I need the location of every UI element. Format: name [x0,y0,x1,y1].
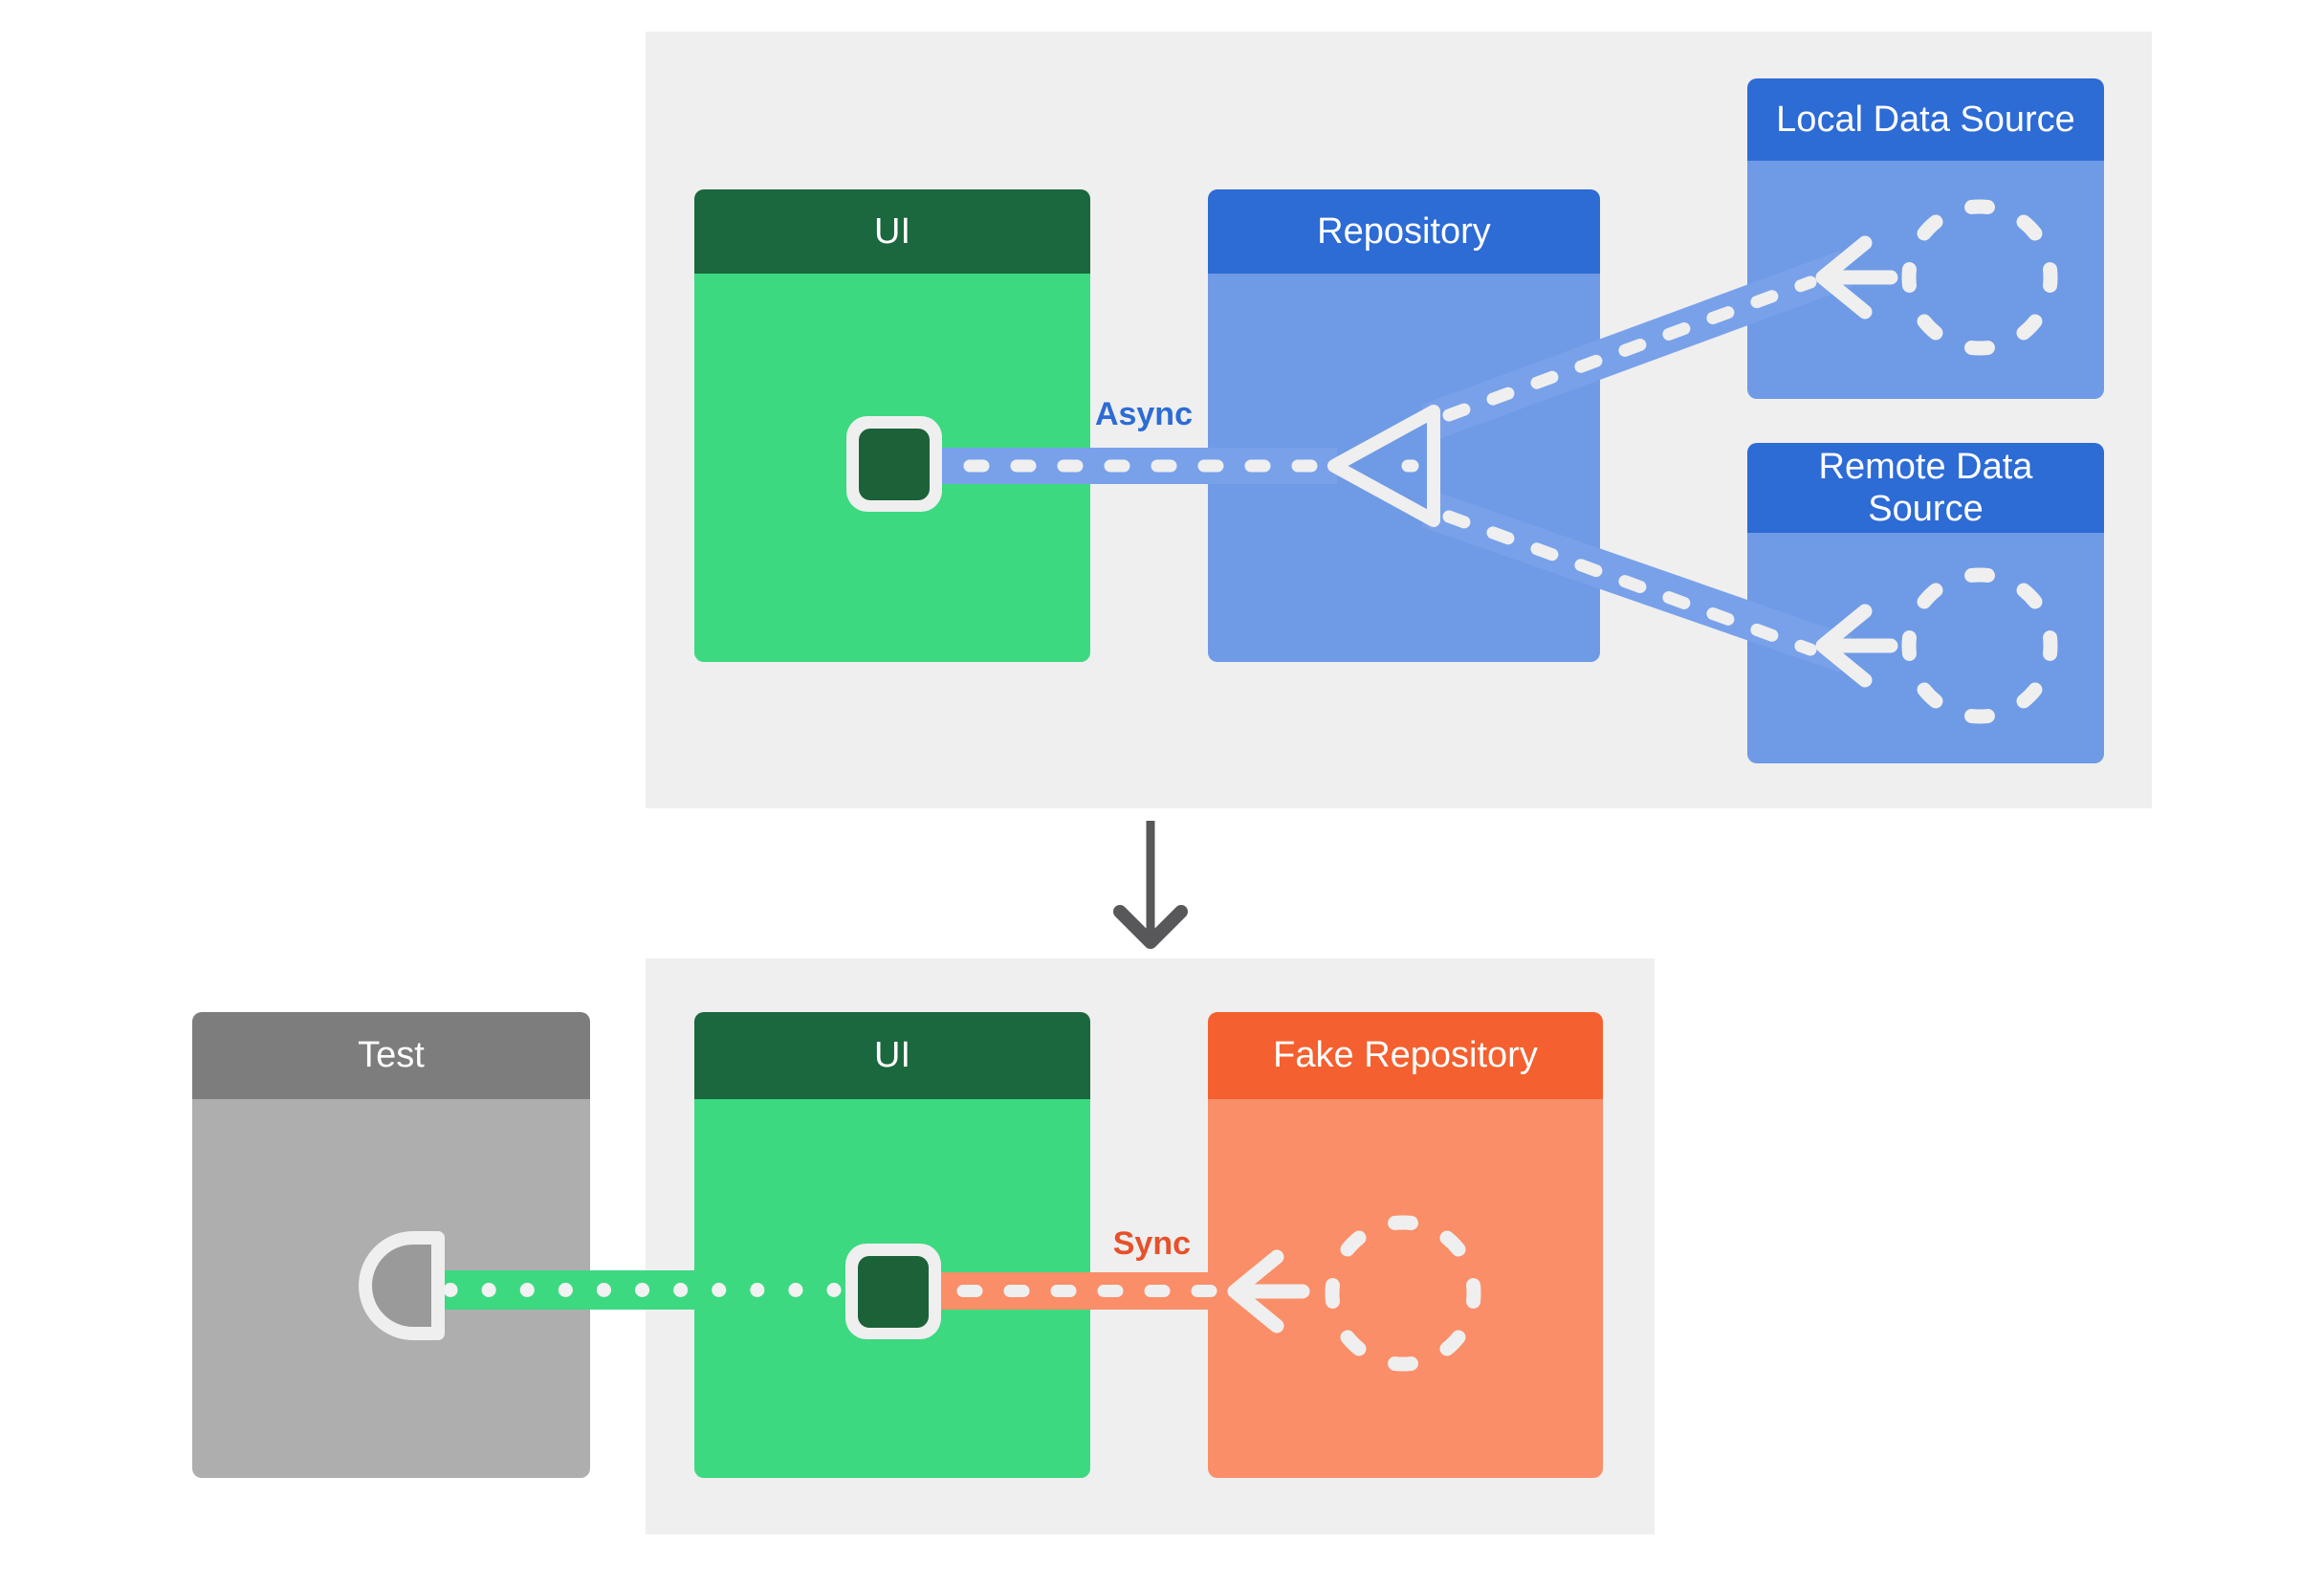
remote-data-source-title-line1: Remote Data [1818,446,2033,487]
test-box-header: Test [192,1012,590,1099]
repository-box-title: Repository [1317,210,1491,252]
ui-box-top-body [694,274,1090,662]
ui-box-bottom-body [694,1099,1090,1478]
fake-repository-body [1208,1099,1603,1478]
ui-box-bottom-header: UI [694,1012,1090,1099]
local-data-source-box: Local Data Source [1747,78,2104,399]
remote-data-source-box: Remote Data Source [1747,443,2104,763]
fake-repository-title: Fake Repository [1273,1035,1538,1076]
test-box: Test [192,1012,590,1478]
remote-data-source-body [1747,533,2104,763]
ui-box-top-title: UI [874,210,910,252]
fake-repository-header: Fake Repository [1208,1012,1603,1099]
fake-repository-box: Fake Repository [1208,1012,1603,1478]
local-data-source-body [1747,161,2104,399]
ui-box-top-header: UI [694,189,1090,274]
async-label: Async [1094,396,1193,432]
ui-box-bottom-title: UI [874,1035,910,1076]
local-data-source-header: Local Data Source [1747,78,2104,161]
sync-label: Sync [1112,1225,1191,1262]
remote-data-source-header: Remote Data Source [1747,443,2104,533]
repository-box-body [1208,274,1600,662]
repository-box: Repository [1208,189,1600,662]
test-box-title: Test [358,1035,425,1076]
test-box-body [192,1099,590,1478]
local-data-source-title: Local Data Source [1776,99,2075,140]
remote-data-source-title-line2: Source [1868,489,1984,529]
down-arrow-icon [1113,821,1188,949]
repository-box-header: Repository [1208,189,1600,274]
